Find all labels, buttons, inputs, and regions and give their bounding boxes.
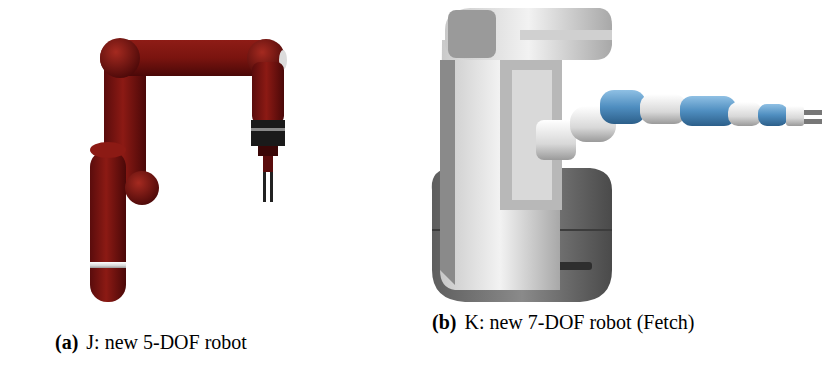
subfigure-letter: (a) — [55, 331, 78, 353]
robot-k-fetch — [432, 8, 822, 302]
subfigure-letter: (b) — [432, 311, 456, 333]
subfigure-caption: (b) K: new 7-DOF robot (Fetch) — [432, 311, 694, 334]
subfigure-caption: (a) J: new 5-DOF robot — [55, 331, 247, 354]
caption-text: K: new 7-DOF robot (Fetch) — [464, 311, 694, 333]
caption-text: J: new 5-DOF robot — [86, 331, 247, 353]
robot-j — [90, 38, 287, 302]
